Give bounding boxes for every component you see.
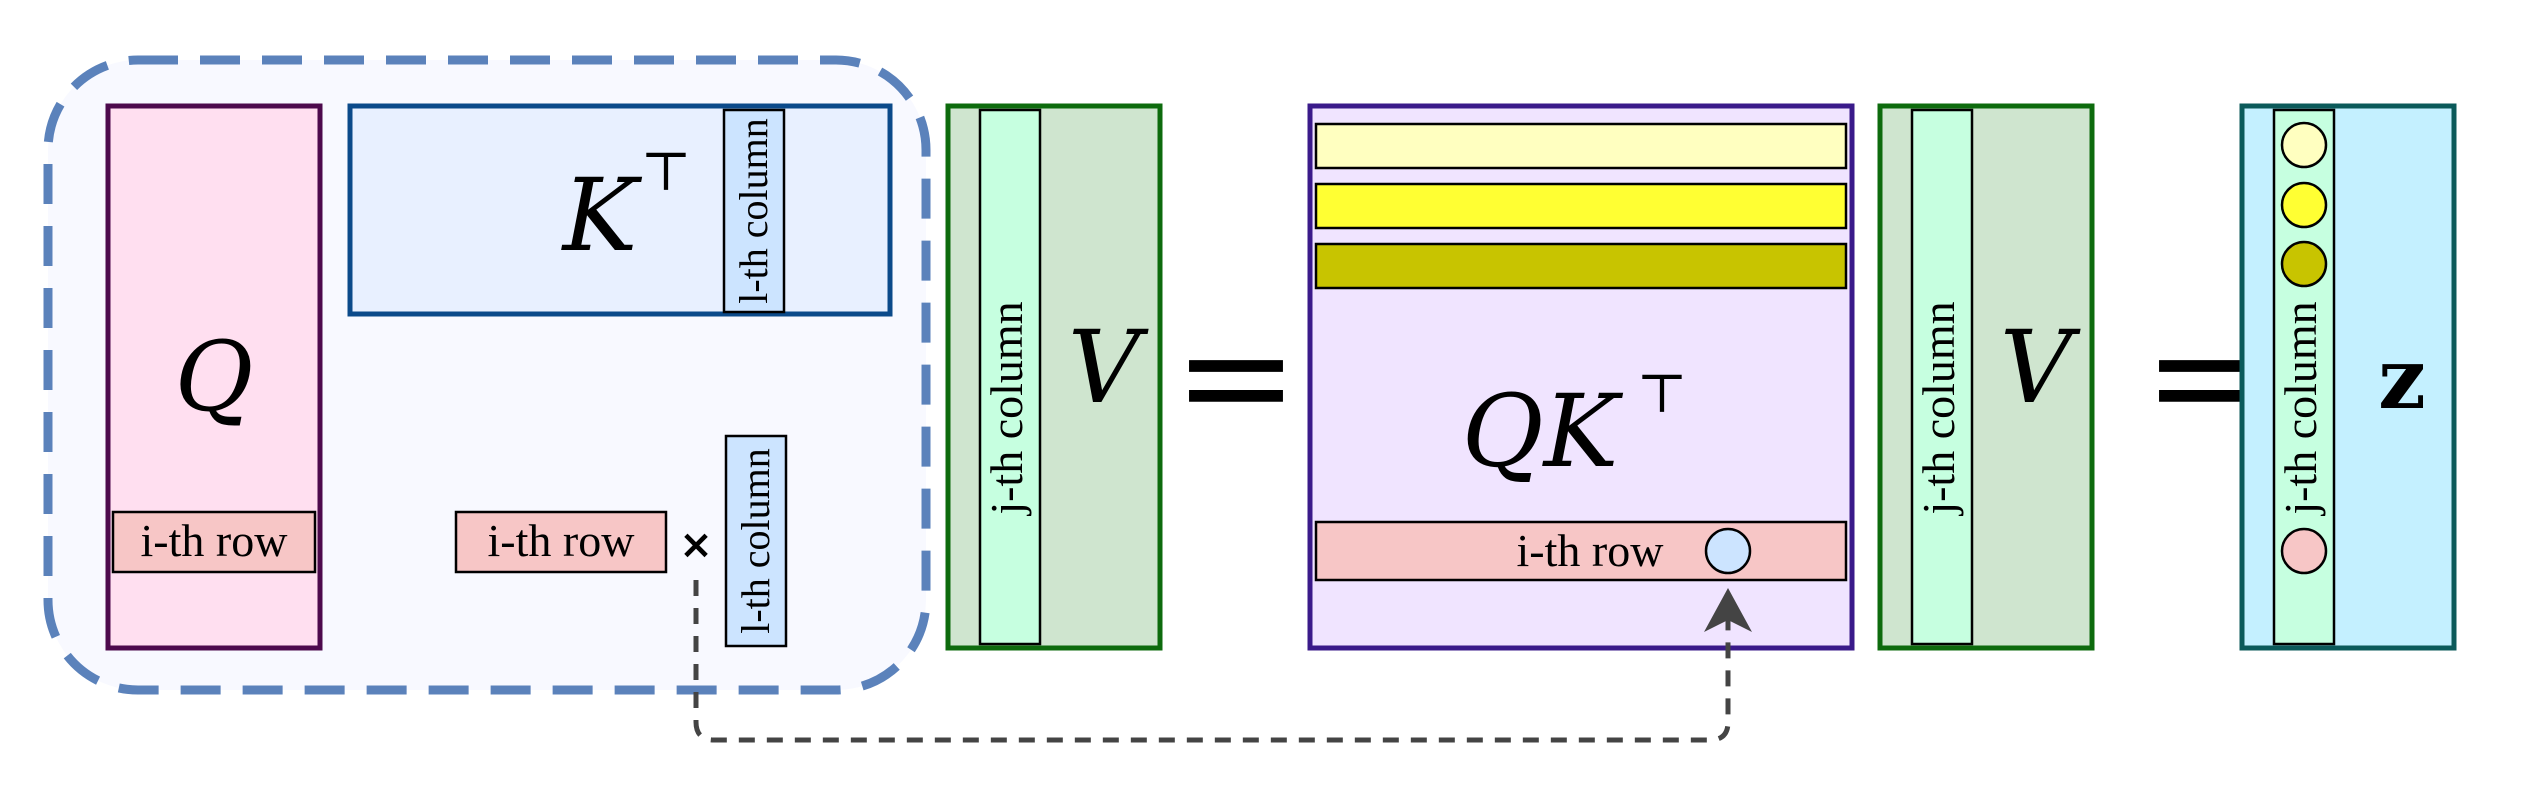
v-matrix-left: j-th column V (945, 103, 1163, 651)
kt-column-label: l-th column (731, 118, 776, 304)
z-entry-circle-i (2280, 527, 2328, 575)
z-entry-circle-2 (2280, 181, 2328, 229)
qkt-row-stripe-3 (1314, 242, 1848, 290)
qkt-row-stripe-2 (1314, 182, 1848, 230)
z-column-label: j-th column (2275, 301, 2326, 516)
extracted-column (724, 434, 788, 648)
q-symbol: Q (175, 321, 254, 433)
qkt-superscript: ⊤ (1637, 362, 1688, 425)
equals-sign-1: = (1173, 290, 1299, 464)
q-matrix: Q i-th row (105, 103, 323, 651)
qkt-matrix: QK ⊤ i-th row (1307, 103, 1855, 651)
kt-column-highlight (722, 108, 786, 314)
kt-superscript: ⊤ (641, 140, 692, 203)
v-right-symbol: V (2000, 309, 2081, 426)
q-row-label: i-th row (141, 515, 289, 566)
extracted-row (454, 510, 668, 574)
q-row-highlight (111, 510, 317, 574)
extracted-column-label: l-th column (733, 448, 778, 634)
kt-symbol: K (561, 157, 643, 274)
qkt-row-highlight (1314, 520, 1848, 582)
v-left-column-label: j-th column (981, 301, 1032, 516)
row-times-column: i-th row × l-th column (454, 434, 788, 648)
z-symbol: z (2378, 329, 2426, 428)
connector-arrowhead-icon (1704, 588, 1752, 632)
extracted-row-label: i-th row (488, 515, 636, 566)
kt-matrix: K ⊤ l-th column (347, 103, 893, 317)
z-entry-circle-3 (2280, 240, 2328, 288)
z-matrix: j-th column z (2239, 103, 2457, 651)
qkt-entry-circle (1704, 527, 1752, 575)
qkt-row-stripe-1 (1314, 122, 1848, 170)
v-matrix-right: j-th column V (1877, 103, 2095, 651)
z-entry-circle-1 (2280, 121, 2328, 169)
connector-path (693, 580, 1731, 743)
qkt-symbol: QK (1462, 373, 1624, 490)
v-right-column-highlight (1910, 108, 1974, 646)
v-right-column-label: j-th column (1913, 301, 1964, 516)
v-left-symbol: V (1068, 309, 1149, 426)
v-left-column-highlight (978, 108, 1042, 646)
qkt-row-label: i-th row (1517, 525, 1665, 576)
times-operator: × (679, 522, 713, 568)
